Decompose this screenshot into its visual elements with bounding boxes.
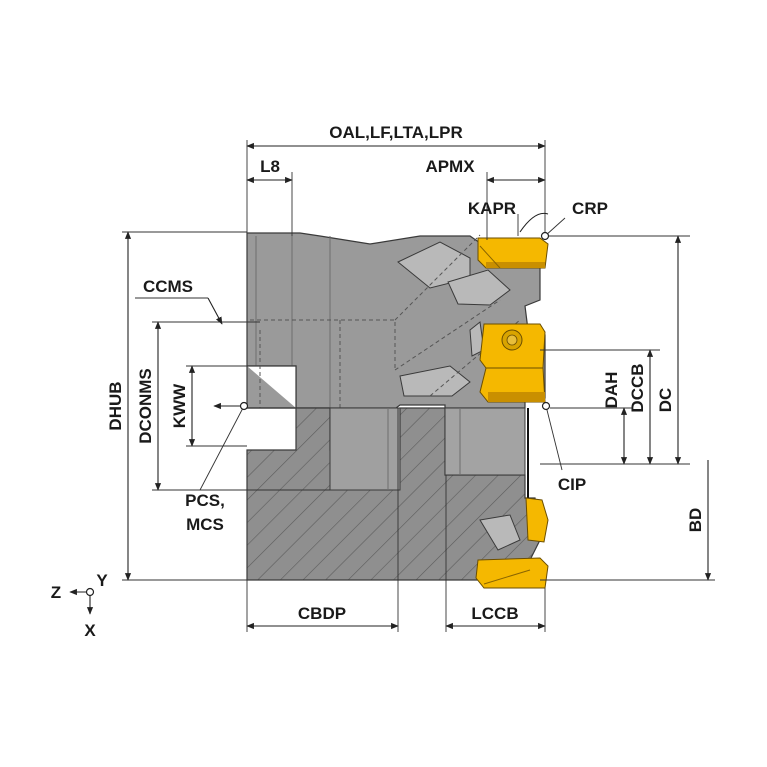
label-bd: BD xyxy=(686,508,705,533)
label-oal: OAL,LF,LTA,LPR xyxy=(329,123,462,142)
label-kww: KWW xyxy=(170,383,189,428)
label-axis-y: Y xyxy=(96,571,108,590)
label-kapr: KAPR xyxy=(468,199,516,218)
label-pcs: PCS, xyxy=(185,491,225,510)
label-dah: DAH xyxy=(602,372,621,409)
crp-marker-icon xyxy=(540,231,550,241)
label-dconms: DCONMS xyxy=(136,368,155,444)
insert-top xyxy=(477,237,549,269)
cutter-section xyxy=(246,407,541,581)
label-dccb: DCCB xyxy=(628,363,647,412)
label-l8: L8 xyxy=(260,157,280,176)
insert-bottom xyxy=(475,557,549,589)
label-cbdp: CBDP xyxy=(298,604,346,623)
dimension-lines xyxy=(122,140,715,632)
cutter-body xyxy=(246,232,546,409)
coordinate-origin-icon xyxy=(69,587,95,615)
label-axis-x: X xyxy=(84,621,96,640)
label-dhub: DHUB xyxy=(106,381,125,430)
label-apmx: APMX xyxy=(425,157,475,176)
label-ccms: CCMS xyxy=(143,277,193,296)
label-mcs: MCS xyxy=(186,515,224,534)
insert-upper xyxy=(479,323,546,369)
label-cip: CIP xyxy=(558,475,586,494)
pcs-marker-icon xyxy=(239,401,249,411)
insert-middle xyxy=(479,367,546,403)
label-crp: CRP xyxy=(572,199,608,218)
label-axis-z: Z xyxy=(51,583,61,602)
insert-side xyxy=(525,497,549,543)
label-lccb: LCCB xyxy=(471,604,518,623)
cip-marker-icon xyxy=(541,401,551,411)
label-dc: DC xyxy=(656,388,675,413)
